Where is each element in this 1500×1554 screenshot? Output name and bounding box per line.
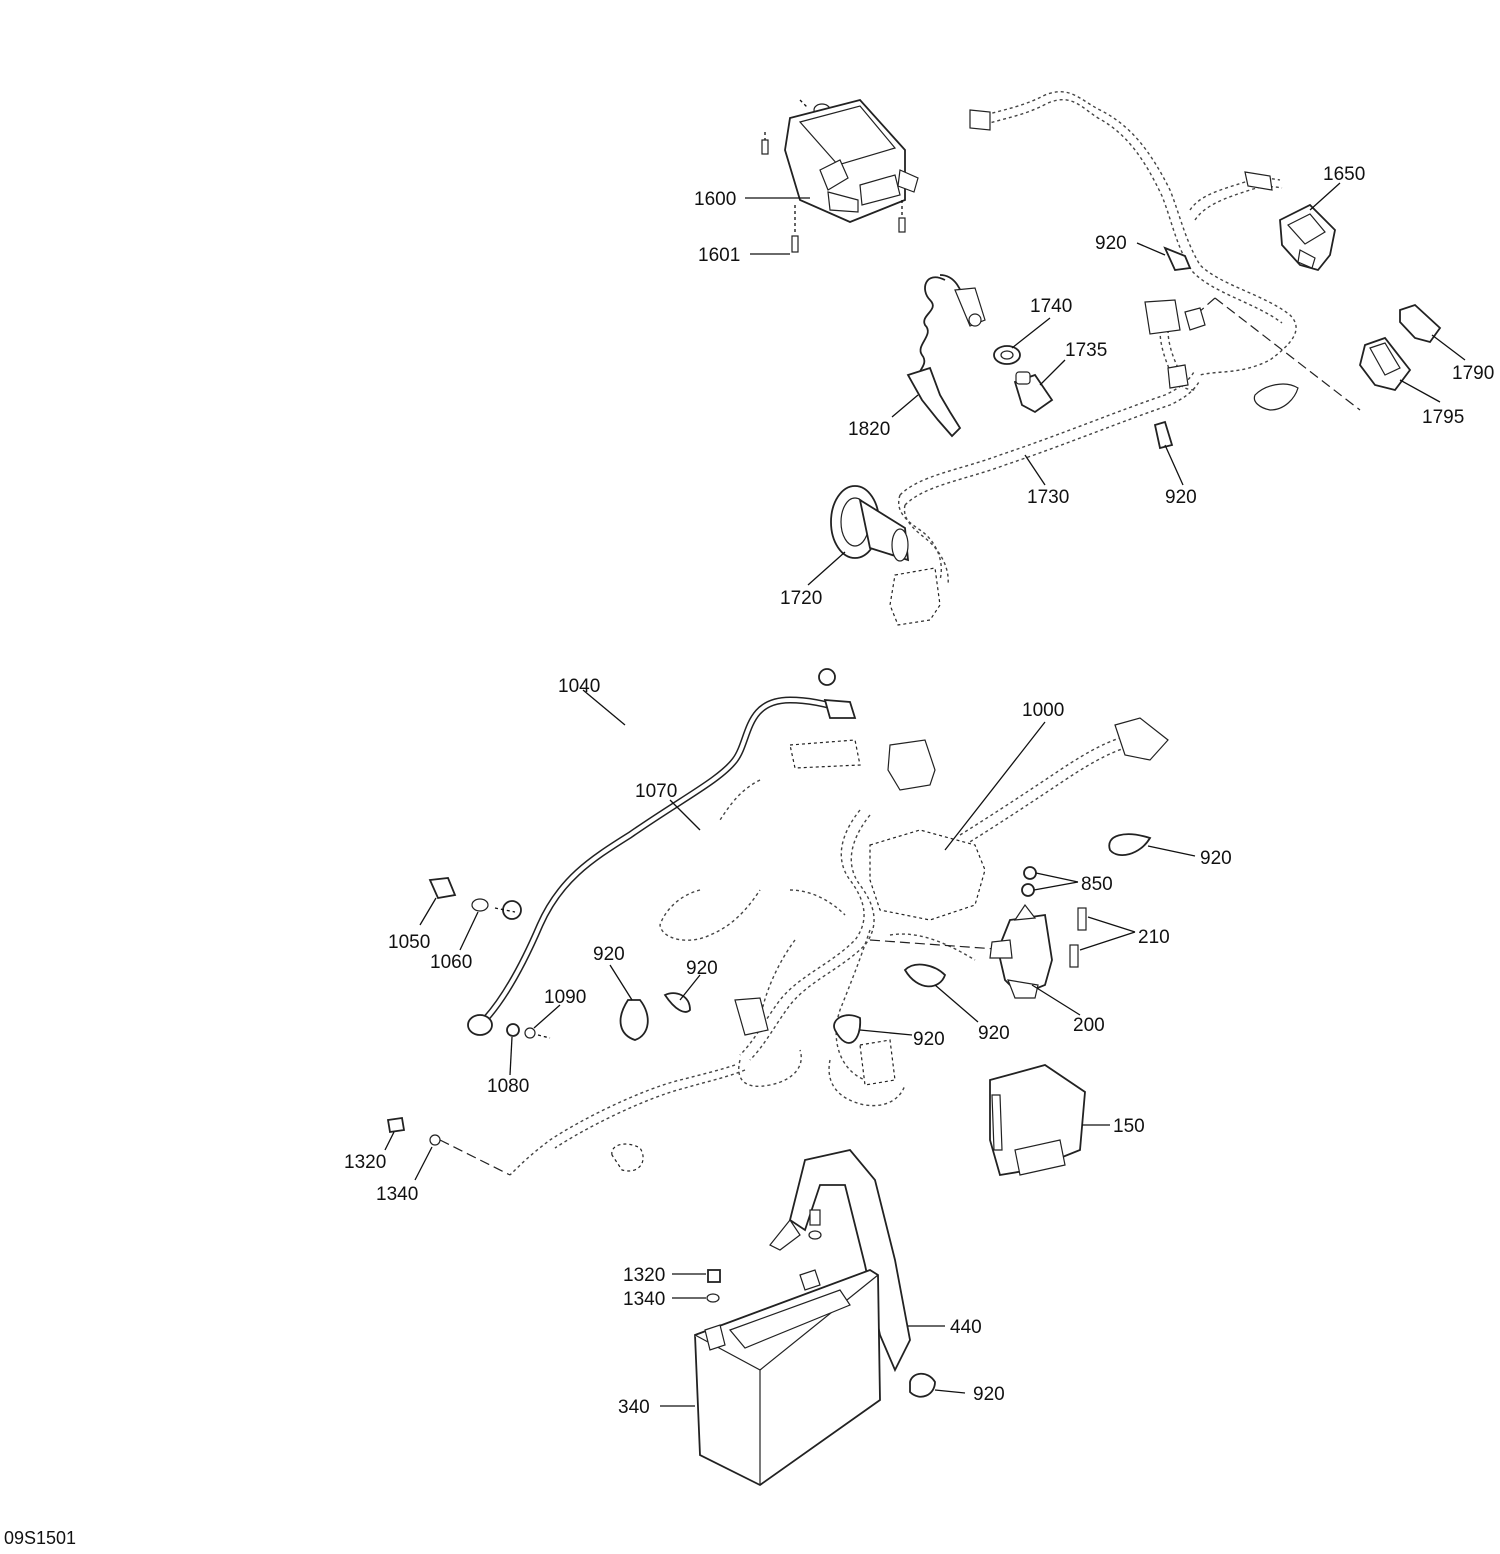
label-1340-left: 1340 xyxy=(376,1184,418,1205)
label-1070: 1070 xyxy=(635,781,677,802)
label-1790: 1790 xyxy=(1452,363,1494,384)
label-1650: 1650 xyxy=(1323,164,1365,185)
bolt-1320-battery-part xyxy=(706,1269,721,1303)
label-1820: 1820 xyxy=(848,419,890,440)
label-920-mid-right: 920 xyxy=(1200,848,1232,869)
main-wiring-harness-1000 xyxy=(439,734,1136,1176)
label-1601: 1601 xyxy=(698,245,740,266)
label-920-right: 920 xyxy=(1165,487,1197,508)
solenoid-200-part xyxy=(989,903,1053,999)
label-440: 440 xyxy=(950,1317,982,1338)
bolt-1050-part xyxy=(428,877,516,913)
connector-1790-part xyxy=(1399,303,1442,344)
nut-850-parts xyxy=(1021,866,1037,897)
label-200: 200 xyxy=(1073,1015,1105,1036)
label-920-lower-center: 920 xyxy=(978,1023,1010,1044)
battery-cable-1070-part xyxy=(467,696,857,1036)
key-switch-1735-part xyxy=(993,345,1054,414)
label-920-mid-left: 920 xyxy=(593,944,625,965)
label-1600: 1600 xyxy=(694,189,736,210)
bolt-1320-left-part xyxy=(386,1116,441,1146)
leader-lines xyxy=(384,182,1466,1407)
lanyard-1820-part xyxy=(906,274,986,438)
nut-1080-part xyxy=(506,1023,551,1039)
harness-junction-block xyxy=(734,717,1169,1086)
label-1795: 1795 xyxy=(1422,407,1464,428)
label-1060: 1060 xyxy=(430,952,472,973)
label-1040: 1040 xyxy=(558,676,600,697)
part-number-labels: 1600 1601 1650 920 1740 1735 1790 1795 1… xyxy=(4,164,1494,1548)
upper-wiring-harness xyxy=(898,91,1361,586)
label-1000: 1000 xyxy=(1022,700,1064,721)
screw-210-parts xyxy=(1069,907,1087,968)
battery-strap-440-part xyxy=(769,1149,911,1373)
label-1740: 1740 xyxy=(1030,296,1072,317)
label-340: 340 xyxy=(618,1397,650,1418)
label-920-top: 920 xyxy=(1095,233,1127,254)
label-920-bottom: 920 xyxy=(973,1384,1005,1405)
label-1090: 1090 xyxy=(544,987,586,1008)
grommet-1720-part xyxy=(830,485,910,562)
battery-340-part xyxy=(694,1269,881,1487)
clip-920-right-part xyxy=(1153,420,1174,450)
label-1320-battery: 1320 xyxy=(623,1265,665,1286)
label-1730: 1730 xyxy=(1027,487,1069,508)
label-1735: 1735 xyxy=(1065,340,1107,361)
label-850: 850 xyxy=(1081,874,1113,895)
label-920-mid-center: 920 xyxy=(686,958,718,979)
gauge-cluster-part xyxy=(761,98,919,253)
label-1720: 1720 xyxy=(780,588,822,609)
label-1320-left: 1320 xyxy=(344,1152,386,1173)
diagram-code: 09S1501 xyxy=(4,1528,76,1548)
label-1340-battery: 1340 xyxy=(623,1289,665,1310)
clip-920-upper-part xyxy=(1163,246,1192,271)
connector-1795-part xyxy=(1359,336,1412,392)
module-150-part xyxy=(989,1064,1086,1177)
battery-cable-1040-part xyxy=(502,657,836,920)
upper-connectors xyxy=(969,109,1299,411)
label-210: 210 xyxy=(1138,927,1170,948)
sensor-1650-part xyxy=(1279,203,1336,272)
label-920-lower-left: 920 xyxy=(913,1029,945,1050)
label-1050: 1050 xyxy=(388,932,430,953)
clip-920-lower-parts xyxy=(611,833,1152,1398)
label-1080: 1080 xyxy=(487,1076,529,1097)
harness-connector-lower xyxy=(889,567,941,626)
label-150: 150 xyxy=(1113,1116,1145,1137)
